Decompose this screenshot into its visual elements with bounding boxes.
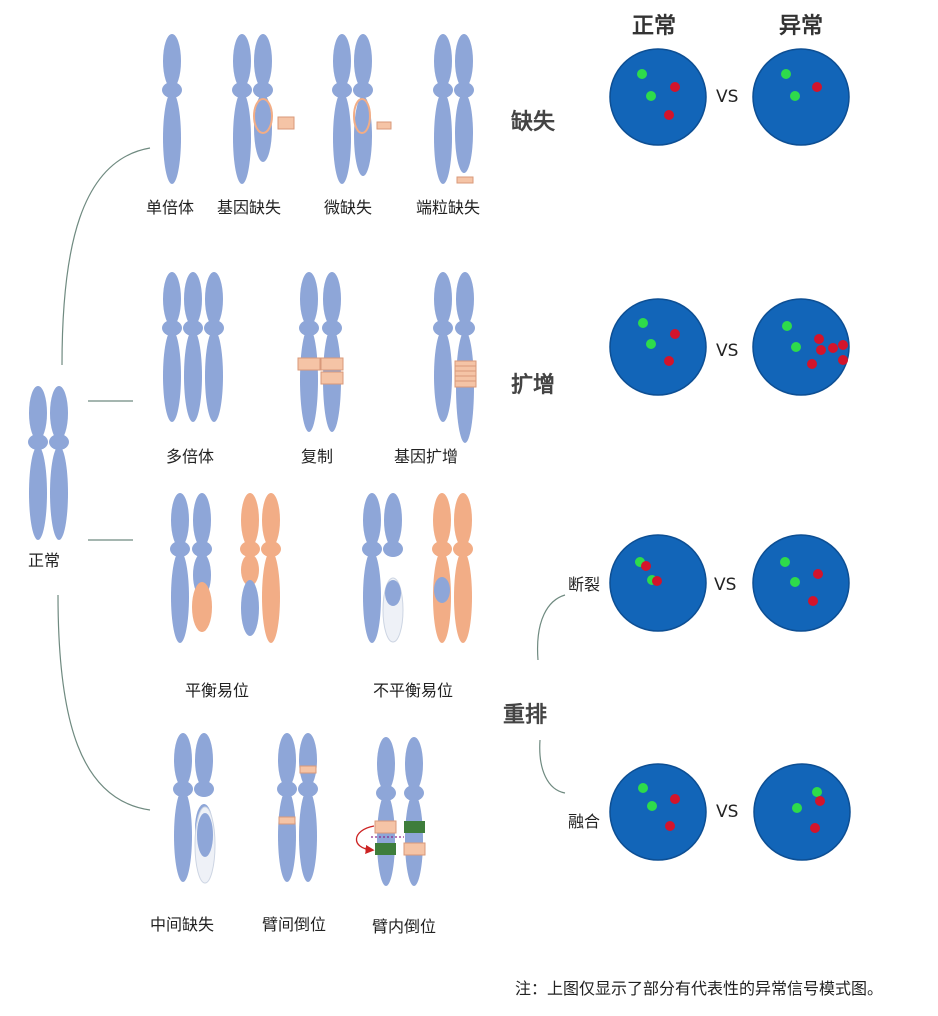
red-signal: [664, 110, 674, 120]
micro-deletion-pair: [332, 34, 392, 184]
vs-label-break: VS: [714, 575, 737, 595]
unbalanced-translocation-set: [362, 493, 473, 643]
paracentric-inversion-pair: [355, 737, 426, 886]
deleted-region: [353, 98, 371, 134]
label-break: 断裂: [568, 575, 601, 594]
footnote: 注：上图仅显示了部分有代表性的异常信号模式图。: [515, 979, 884, 998]
gene-amplification-pair: [433, 272, 477, 443]
fusion-normal-cell: [609, 763, 707, 861]
label-paracentric-inversion: 臂内倒位: [372, 917, 437, 936]
header-normal: 正常: [632, 14, 677, 39]
connector-to-inversion: [57, 594, 151, 811]
amplified-segment: [454, 360, 477, 388]
category-deletion: 缺失: [511, 110, 556, 135]
pericentric-inversion-pair: [277, 733, 318, 882]
tree-connectors: [57, 147, 566, 811]
normal-chromosome-pair: [28, 386, 69, 540]
gene-deletion-pair: [232, 34, 295, 184]
deletion-normal-cell: [609, 48, 707, 146]
label-polyploid: 多倍体: [166, 447, 215, 466]
deletion-abnormal-cell: [752, 48, 850, 146]
chromosome: [28, 386, 48, 540]
green-signal: [646, 91, 656, 101]
label-micro-deletion: 微缺失: [324, 198, 373, 217]
category-amplification: 扩增: [511, 373, 556, 398]
interstitial-deletion-pair: [173, 733, 216, 884]
polyploid-chromosomes: [162, 272, 224, 422]
fish-cells: [609, 48, 851, 861]
label-balanced-translocation: 平衡易位: [185, 681, 250, 700]
break-normal-cell: [609, 534, 707, 632]
category-rearrangement: 重排: [503, 703, 548, 728]
inversion-arrow: [355, 825, 375, 854]
label-gene-deletion: 基因缺失: [217, 198, 282, 217]
vs-label-amplification: VS: [716, 341, 739, 361]
connector-to-deletion: [61, 147, 151, 366]
label-unbalanced-translocation: 不平衡易位: [373, 681, 454, 700]
green-signal: [637, 69, 647, 79]
deleted-segment: [277, 116, 295, 130]
header-abnormal: 异常: [779, 14, 824, 39]
duplication-pair: [297, 272, 344, 432]
label-duplication: 复制: [301, 447, 334, 466]
label-gene-amplification: 基因扩增: [394, 447, 459, 466]
telomere-deletion-pair: [433, 34, 474, 184]
fusion-abnormal-cell: [753, 763, 851, 861]
deleted-segment: [376, 121, 392, 130]
deleted-segment: [456, 176, 474, 184]
label-fusion: 融合: [568, 812, 601, 831]
duplicated-segments: [297, 357, 344, 385]
amplification-abnormal-cell: [752, 298, 850, 396]
vs-label-deletion: VS: [716, 87, 739, 107]
connector-to-fusion: [539, 739, 566, 794]
amplification-normal-cell: [609, 298, 707, 396]
label-interstitial-deletion: 中间缺失: [150, 915, 215, 934]
root-normal-label: 正常: [28, 551, 61, 570]
chromosome: [49, 386, 69, 540]
label-haploid: 单倍体: [146, 198, 195, 217]
balanced-translocation-set: [170, 493, 281, 643]
break-abnormal-cell: [752, 534, 850, 632]
deleted-region: [253, 98, 273, 134]
label-telomere-deletion: 端粒缺失: [416, 198, 481, 217]
haploid-chromosome: [162, 34, 182, 184]
connector-to-break: [536, 594, 566, 661]
vs-label-fusion: VS: [716, 802, 739, 822]
red-signal: [670, 82, 680, 92]
label-pericentric-inversion: 臂间倒位: [262, 915, 327, 934]
